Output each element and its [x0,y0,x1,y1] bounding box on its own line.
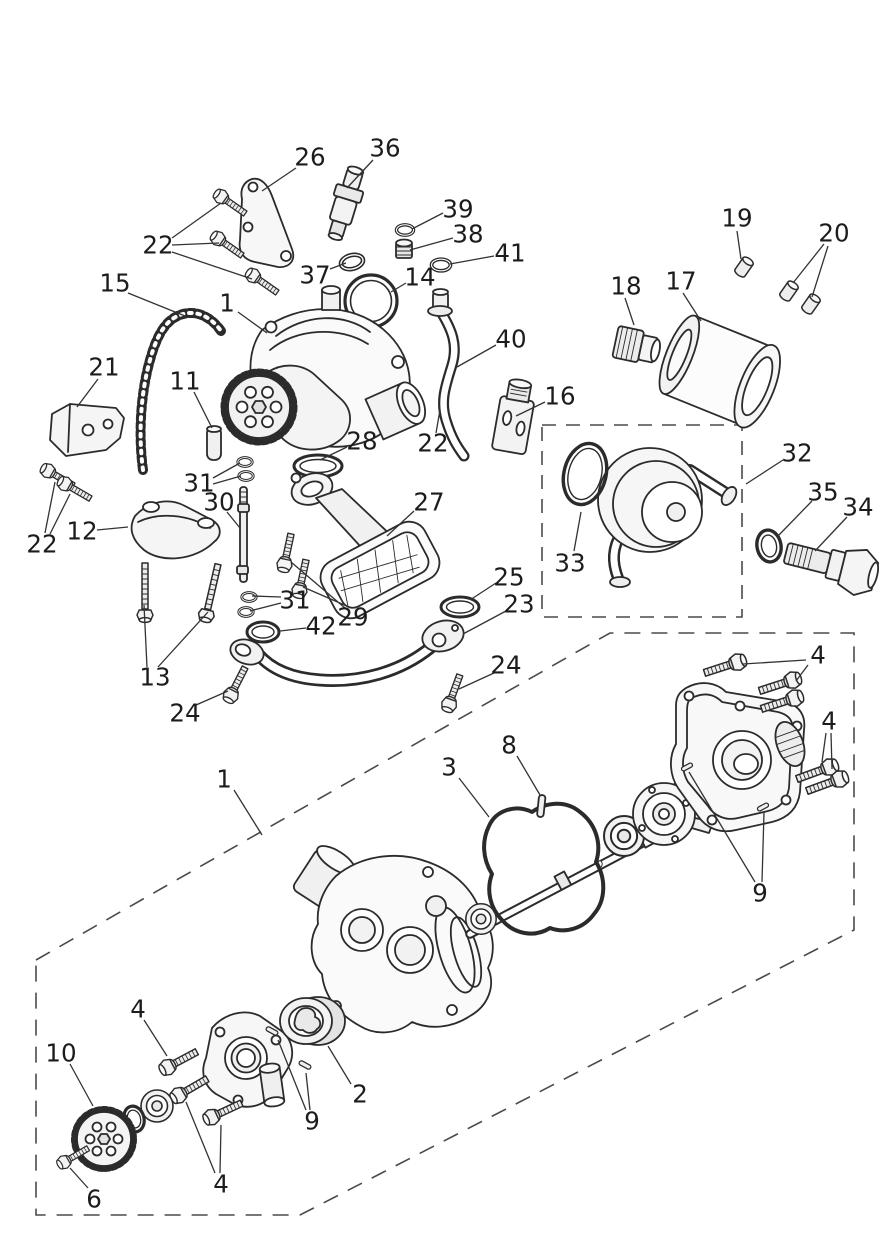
callout-4-mid: 4 [130,995,146,1024]
part-mounting-plate-26 [238,177,295,268]
part-bearing-bottom [140,1089,174,1123]
callout-27: 27 [413,488,444,517]
part-bolts-13 [136,561,227,625]
part-oil-pipe-40 [427,288,470,462]
callout-23: 23 [503,590,534,619]
callout-39: 39 [442,195,473,224]
part-bracket-21 [49,403,125,457]
part-pump-assembly-1 [220,285,427,451]
part-oil-cooler-33 [561,441,738,588]
callout-19: 19 [721,204,752,233]
callout-42: 42 [305,612,336,641]
callout-4-top: 4 [810,641,826,670]
callout-32: 32 [781,439,812,468]
part-bolts-22-left [37,460,95,506]
callout-30: 30 [203,488,234,517]
part-banjo-bolt-34 [783,542,880,596]
callout-22-top: 22 [142,231,173,260]
callout-10: 10 [45,1039,76,1068]
callout-22-mid: 22 [417,429,448,458]
callout-38: 38 [452,220,483,249]
callout-1-top: 1 [219,289,235,318]
callout-1-bottom: 1 [216,765,232,794]
part-rear-cover [670,682,806,833]
part-chain-15 [135,308,226,475]
part-plug-38 [395,238,413,259]
callout-labels: 26 36 39 38 41 22 37 14 19 20 18 17 15 1… [26,134,873,1214]
callout-12: 12 [66,517,97,546]
part-filter-adapter-18 [611,325,661,364]
callout-17: 17 [665,267,696,296]
part-impeller [632,767,714,846]
oil-cooler-kit-outline [541,424,743,618]
water-pump-kit-outline [35,632,855,1216]
callout-8: 8 [501,731,517,760]
callout-16: 16 [544,382,575,411]
callout-21: 21 [88,353,119,382]
part-bolts-24 [219,663,468,716]
callout-20: 20 [818,219,849,248]
part-wp-housing-bottom [292,845,494,1034]
callout-36: 36 [369,134,400,163]
part-oil-filter-17 [658,314,781,429]
part-valve-16 [491,378,535,455]
part-oring-42 [245,620,281,644]
callout-18: 18 [610,272,641,301]
callout-29: 29 [337,603,368,632]
callout-9-right: 9 [752,879,768,908]
part-oil-pipe-23 [229,619,465,687]
callout-4-bottom: 4 [213,1170,229,1199]
callout-35: 35 [807,478,838,507]
part-oring-39 [394,223,416,237]
part-plug-19 [732,254,756,280]
callout-28: 28 [346,427,377,456]
callout-15: 15 [99,269,130,298]
part-stud-30 [236,486,250,583]
callout-33: 33 [554,549,585,578]
callout-26: 26 [294,143,325,172]
callout-24-left: 24 [169,699,200,728]
part-pin-11 [206,425,222,461]
part-pressure-sensor-36 [327,165,365,241]
callout-24-right: 24 [490,651,521,680]
part-oil-pump-cover [202,1011,294,1108]
callout-41: 41 [494,239,525,268]
callout-40: 40 [495,325,526,354]
part-chain-guard-12 [130,500,221,560]
part-gasket-3 [482,801,606,936]
part-strainer-27 [290,472,441,620]
callout-6: 6 [86,1185,102,1214]
part-oring-35 [755,528,783,564]
part-pin-8 [536,794,547,818]
part-oring-25 [439,595,481,619]
callout-34: 34 [842,493,873,522]
part-oring-37 [339,253,364,272]
part-orings-31-top [236,456,255,482]
callout-25: 25 [493,563,524,592]
callout-9-left: 9 [304,1107,320,1136]
callout-13: 13 [139,663,170,692]
callout-37: 37 [299,261,330,290]
callout-14: 14 [404,263,435,292]
callout-4-right: 4 [821,707,837,736]
part-rotor-2 [279,996,346,1046]
callout-31-top: 31 [183,469,214,498]
callout-22-left: 22 [26,530,57,559]
callout-2: 2 [352,1080,368,1109]
leader-lines [44,159,848,1189]
callout-11: 11 [169,367,200,396]
part-sprocket-10 [71,1106,137,1172]
callout-3: 3 [441,753,457,782]
callout-31-bottom: 31 [279,586,310,615]
